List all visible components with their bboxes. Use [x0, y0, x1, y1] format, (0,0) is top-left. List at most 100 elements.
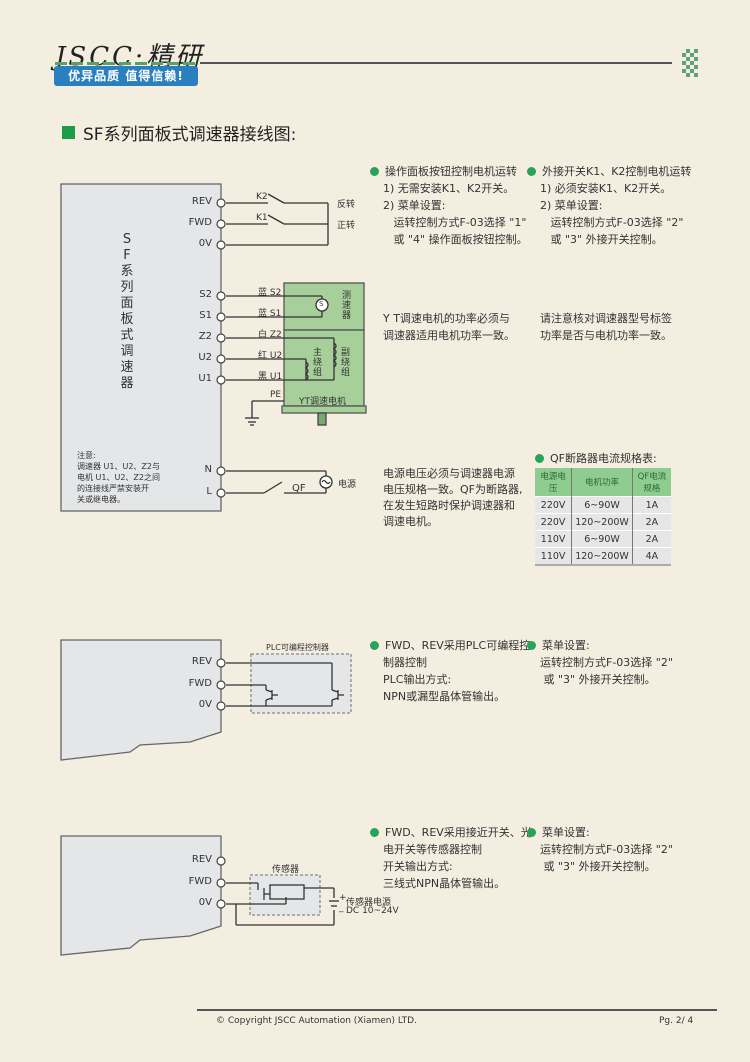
breaker-label: QF — [292, 483, 306, 494]
terminal-0v — [216, 240, 226, 250]
note-plc-menu: 菜单设置: — [527, 637, 590, 654]
terminal-label-rev: REV — [191, 656, 212, 667]
note-power-match-right: 请注意核对调速器型号标签 功率是否与电机功率一致。 — [540, 312, 672, 342]
terminal-rev — [216, 856, 226, 866]
bullet-icon — [527, 828, 536, 837]
terminal-0v — [216, 899, 226, 909]
bullet-icon — [527, 641, 536, 650]
bullet-icon — [527, 167, 536, 176]
controller-label-char: 式 — [120, 328, 134, 343]
note-sensor-menu-body: 运转控制方式F-03选择 "2" 或 "3" 外接开关控制。 — [540, 843, 673, 873]
controller-body — [60, 183, 222, 512]
terminal-label-rev: REV — [191, 196, 212, 207]
sensor-supply-label: 传感器电源 — [346, 898, 392, 908]
wire-label-z2: 白 Z2 — [258, 330, 282, 340]
green-square-icon — [62, 126, 75, 139]
switch-k2-label: K2 — [256, 192, 268, 202]
note-plc-body: 制器控制 PLC输出方式: NPN或漏型晶体管输出。 — [383, 656, 506, 703]
wire-label-s2: 蓝 S2 — [258, 288, 282, 298]
main-winding-label: 主绕组 — [313, 348, 323, 378]
bullet-icon — [370, 167, 379, 176]
note-voltage: 电源电压必须与调速器电源 电压规格一致。QF为断路器, 在发生短路时保护调速器和… — [383, 467, 523, 528]
sensor-label: 传感器 — [272, 865, 300, 875]
terminal-0v — [216, 701, 226, 711]
controller-label-char: 列 — [120, 280, 134, 295]
header-rule — [200, 62, 672, 64]
controller-label-char: F — [123, 248, 131, 263]
terminal-n — [216, 466, 226, 476]
checker-pattern-icon — [682, 49, 698, 77]
qf-table-title: QF断路器电流规格表: — [535, 450, 657, 467]
footer-rule — [197, 1009, 717, 1011]
wire-label-pe: PE — [270, 390, 282, 400]
terminal-label-fwd: FWD — [188, 876, 212, 887]
wire-label-u1: 黑 U1 — [258, 372, 283, 382]
terminal-label-u2: U2 — [198, 352, 212, 363]
bullet-icon — [370, 641, 379, 650]
terminal-fwd — [216, 680, 226, 690]
switch-k1-label: K1 — [256, 213, 268, 223]
tacho-label: 测速器 — [342, 291, 352, 321]
terminal-label-0v: 0V — [198, 238, 212, 249]
terminal-label-n: N — [204, 464, 212, 475]
qf-col-current: QF电流规格 — [632, 468, 671, 497]
qf-col-power: 电机功率 — [571, 468, 633, 497]
power-label: 电源 — [338, 480, 357, 490]
bullet-icon — [370, 828, 379, 837]
diagram-3 — [60, 835, 339, 956]
terminal-l — [216, 488, 226, 498]
terminal-label-rev: REV — [191, 854, 212, 865]
terminal-label-s2: S2 — [199, 289, 212, 300]
tacho-symbol: S — [319, 300, 324, 308]
terminal-label-l: L — [206, 486, 212, 497]
note-external-switch-body: 1) 必须安装K1、K2开关。 2) 菜单设置: 运转控制方式F-03选择 "2… — [540, 182, 684, 246]
terminal-label-s1: S1 — [199, 310, 212, 321]
controller-label-char: 器 — [120, 376, 134, 391]
controller-label-char: S — [122, 232, 132, 247]
reverse-label: 反转 — [337, 200, 356, 210]
sensor-supply-spec: DC 10~24V — [346, 906, 399, 916]
terminal-s2 — [216, 291, 226, 301]
note-plc-menu-body: 运转控制方式F-03选择 "2" 或 "3" 外接开关控制。 — [540, 656, 673, 686]
controller-label-char: 系 — [120, 264, 134, 279]
note-power-match-left: Y T调速电机的功率必须与 调速器适用电机功率一致。 — [383, 312, 515, 342]
terminal-rev — [216, 658, 226, 668]
motor-label: YT调速电机 — [299, 397, 346, 407]
diagram-2 — [60, 639, 352, 761]
note-sensor: FWD、REV采用接近开关、光 — [370, 824, 532, 841]
controller-label-char: 面 — [120, 296, 134, 311]
aux-winding-label: 副绕组 — [341, 348, 351, 378]
diagram-1 — [60, 183, 367, 512]
terminal-label-fwd: FWD — [188, 217, 212, 228]
wire-label-u2: 红 U2 — [258, 351, 283, 361]
plus-sign: + — [339, 893, 347, 903]
terminal-label-fwd: FWD — [188, 678, 212, 689]
terminal-u2 — [216, 354, 226, 364]
terminal-label-0v: 0V — [198, 699, 212, 710]
page-number: Pg. 2/ 4 — [659, 1016, 694, 1026]
note-external-switch: 外接开关K1、K2控制电机运转 — [527, 163, 691, 180]
forward-label: 正转 — [337, 221, 356, 231]
bullet-icon — [535, 454, 544, 463]
wire-label-s1: 蓝 S1 — [258, 309, 282, 319]
controller-label-char: 速 — [120, 360, 134, 375]
footer-copyright: © Copyright JSCC Automation (Xiamen) LTD… — [216, 1016, 417, 1026]
note-panel-control: 操作面板按钮控制电机运转 — [370, 163, 517, 180]
terminal-label-0v: 0V — [198, 897, 212, 908]
slogan-banner: 优异品质 值得信赖! — [54, 66, 198, 86]
note-sensor-body: 电开关等传感器控制 开关输出方式: 三线式NPN晶体管输出。 — [383, 843, 506, 890]
plc-label: PLC可编程控制器 — [266, 643, 329, 652]
qf-col-voltage: 电源电压 — [535, 468, 573, 497]
note-panel-control-body: 1) 无需安装K1、K2开关。 2) 菜单设置: 运转控制方式F-03选择 "1… — [383, 182, 528, 246]
controller-label-char: 调 — [120, 344, 134, 359]
terminal-label-u1: U1 — [198, 373, 212, 384]
terminal-label-z2: Z2 — [198, 331, 212, 342]
terminal-rev — [216, 198, 226, 208]
terminal-fwd — [216, 878, 226, 888]
wiring-note: 注意: 调速器 U1、U2、Z2与 电机 U1、U2、Z2之间 的连接线严禁安装… — [77, 451, 161, 504]
terminal-u1 — [216, 375, 226, 385]
